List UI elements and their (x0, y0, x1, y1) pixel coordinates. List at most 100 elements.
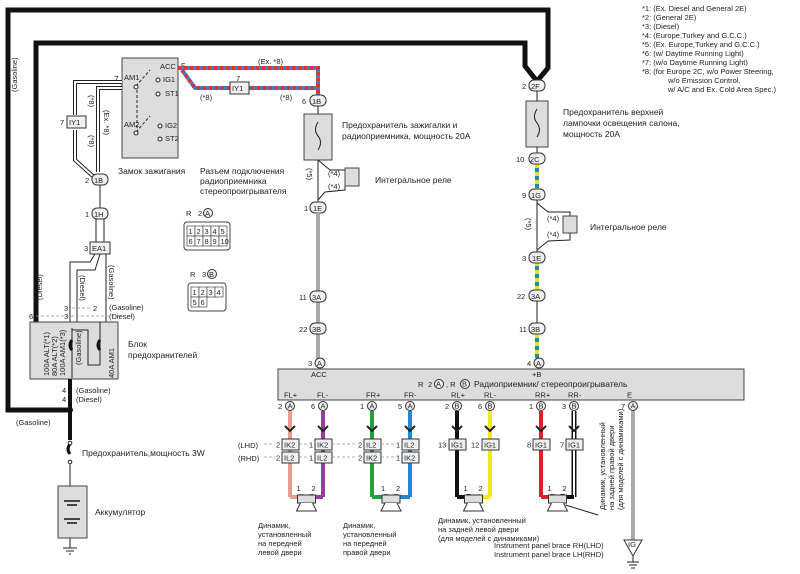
speaker-pin: 2 (563, 484, 567, 493)
channel-label: FR+ (366, 391, 381, 400)
fuse-dome-label: лампочки освещения салона, (563, 118, 680, 128)
connector-cell (218, 235, 228, 247)
s5-label: (*5) (305, 168, 314, 181)
fuse-label: 40A AM1 (107, 348, 116, 378)
connector-label: 1B (94, 176, 103, 185)
ground-label: Instrument panel brace LH(RHD) (494, 550, 604, 559)
arrow-icon (404, 425, 416, 433)
channel-connector (628, 401, 638, 411)
note: *7: (w/o Daytime Running Light) (642, 58, 748, 67)
inline-connector-pin: 12 (471, 441, 479, 450)
note: *3: (Diesel) (642, 22, 680, 31)
pin-label: 3 (84, 244, 88, 253)
fuse-label: 80A ALT(*2) (50, 336, 59, 376)
speaker-pin: 2 (396, 484, 400, 493)
channel-label: E (627, 391, 632, 400)
channel-pin: 2 (445, 402, 449, 411)
pin-label: 1 (85, 210, 89, 219)
ignition-switch: ACC IG1 ST1 AM1 AM2 IG2 ST2 5 7 Замок за… (114, 57, 186, 176)
inline-connector-label: IK2 (404, 454, 415, 463)
integral-relay (344, 167, 360, 187)
integral-relay (562, 215, 578, 234)
arrow-icon (568, 425, 580, 433)
channel-connector-letter: B (539, 402, 544, 411)
ignition-switch-label: Замок зажигания (118, 166, 186, 176)
fuse-dome-label: Предохранитель верхней (563, 107, 664, 117)
radio-connector-label: стереопроигрывателя (200, 186, 287, 196)
connector-label: 3B (312, 325, 321, 334)
terminal-ig2: IG2 (165, 121, 177, 130)
connector-cell-label: 3 (205, 227, 209, 236)
speaker-pin: 1 (548, 484, 552, 493)
note: *1: (Ex. Diesel and General 2E) (642, 4, 747, 13)
channel-label: FR- (404, 391, 417, 400)
connector-ea1: EA1 3 (84, 241, 111, 255)
connector-label: 1E (313, 204, 322, 213)
fuse-block-label: предохранителей (128, 350, 198, 360)
note: w/ A/C and Ex. Cold Area Spec.) (667, 85, 776, 94)
speaker-label: правой двери (343, 548, 391, 557)
s8-label: (*8) (200, 93, 213, 102)
connector-cell-label: 6 (189, 237, 193, 246)
pin-label: 4 (527, 359, 531, 368)
pin-label: 22 (517, 292, 525, 301)
ground-icon (627, 556, 639, 569)
s8-label: (*8) (280, 93, 293, 102)
connector-2f: 2F 2 (522, 79, 546, 92)
speaker-label: Динамик, установленный (438, 516, 526, 525)
note: *4: (Europe,Turkey and G.C.C.) (642, 31, 747, 40)
note: *5: (Ex. Europe,Turkey and G.C.C.) (642, 40, 760, 49)
inline-connector-pin: 2 (276, 454, 280, 463)
fuse-3w (66, 440, 73, 465)
rhd-label: (RHD) (238, 454, 260, 463)
pin-label: 7 (236, 74, 240, 83)
gasoline-label: (Gasoline) (10, 57, 19, 92)
connector-cell-label: 2 (201, 288, 205, 297)
inline-connector-label: IL2 (317, 454, 327, 463)
connector-cell (214, 286, 224, 298)
connector-cell-label: 1 (193, 288, 197, 297)
inline-connector (481, 438, 500, 451)
inline-connector-pin: 1 (309, 454, 313, 463)
gasoline-label: (Gasoline) (74, 330, 83, 365)
connector-cell-label: 6 (201, 298, 205, 307)
pin-label: 9 (522, 191, 526, 200)
speaker-pin: 1 (297, 484, 301, 493)
speaker-label: Динамик, установленный (598, 422, 607, 510)
channel-connector-letter: B (488, 402, 493, 411)
pin-label: 3 (64, 304, 68, 313)
inline-connector-label: IG1 (451, 441, 463, 450)
terminal-st1: ST1 (165, 89, 179, 98)
ex8-label: (Ex. *8) (102, 110, 111, 136)
speaker-label: Динамик, (258, 521, 290, 530)
wire-acc-striped (178, 66, 320, 96)
connector-cell-label: 2 (197, 227, 201, 236)
fuse-cigar-label: Предохранитель зажигалки и (342, 120, 458, 130)
speaker-label: на задней правой двери (607, 425, 616, 510)
speaker-label: Динамик, (343, 521, 375, 530)
connector-prefix: R (190, 270, 196, 279)
speaker-icon (381, 494, 401, 504)
channel-connector-letter: A (321, 402, 326, 411)
speaker-label: (для моделей с динамиками) (438, 534, 540, 543)
s4-label: (*4) (328, 169, 341, 178)
pin-label: 4 (62, 386, 66, 395)
inline-connector-label: IG1 (568, 441, 580, 450)
gasoline-label: (Gasoline) (16, 418, 51, 427)
battery-icon (57, 485, 88, 539)
speaker-pin: 1 (381, 484, 385, 493)
radio-b-label: +B (532, 370, 541, 379)
fuse-label: 100A ALT(*1) (42, 331, 51, 376)
channel-pin: 5 (398, 402, 402, 411)
terminal-st2: ST2 (165, 134, 179, 143)
radio-ref: R (418, 380, 424, 389)
connector-label: IY1 (69, 118, 80, 127)
diesel-label: (Diesel) (35, 274, 44, 300)
connector-label: A (536, 359, 541, 368)
connector-label: 3A (312, 293, 321, 302)
speaker-label: левой двери (258, 548, 302, 557)
